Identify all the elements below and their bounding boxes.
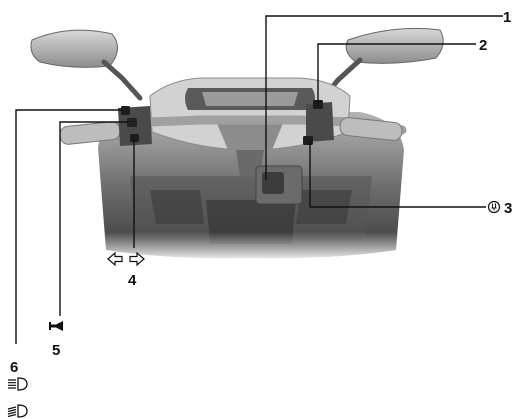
leader-line-1 xyxy=(265,15,503,180)
scooter-front-view xyxy=(30,27,444,262)
callout-number-3: 3 xyxy=(504,200,512,217)
turn-signal-switch xyxy=(130,134,139,142)
callout-number-1: 1 xyxy=(503,9,511,26)
callout-number-6: 6 xyxy=(10,359,18,376)
left-mirror-stem xyxy=(101,59,143,101)
turn-signal-arrows-icon xyxy=(107,251,145,267)
leader-line-5 xyxy=(59,121,128,316)
low-beam-icon xyxy=(7,404,28,418)
leader-line-6 xyxy=(15,109,122,344)
right-grip xyxy=(339,117,403,141)
horn-icon xyxy=(49,321,63,331)
horn-button xyxy=(127,118,137,127)
leader-line-2 xyxy=(317,43,476,106)
engine-stop-switch-icon xyxy=(487,200,501,214)
right-mirror xyxy=(345,27,444,64)
high-beam-icon xyxy=(8,377,28,391)
callout-labels: 1 2 3 4 5 6 xyxy=(10,9,512,376)
engine-stop-switch xyxy=(303,136,313,145)
leader-lines xyxy=(15,15,503,344)
callout-number-2: 2 xyxy=(479,37,487,54)
callout-number-4: 4 xyxy=(128,272,137,289)
leader-line-3 xyxy=(309,142,486,208)
callout-number-5: 5 xyxy=(52,342,60,359)
headlight-switch xyxy=(121,106,130,115)
right-switch-housing xyxy=(306,102,334,142)
